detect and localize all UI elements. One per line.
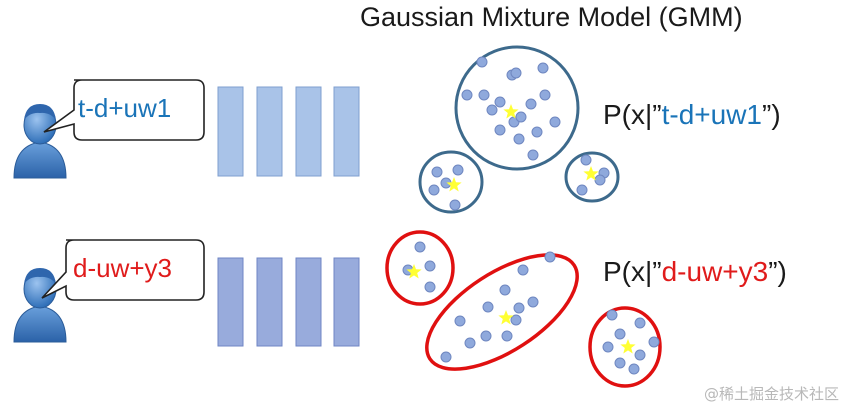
mean-star-icon [583,166,599,181]
sample-point [634,349,646,361]
sample-point [452,164,464,176]
sample-point [602,341,614,353]
sample-point [539,89,551,101]
feature-bar [333,257,360,347]
feature-bar [333,86,360,177]
sample-point [549,116,561,128]
sample-point [431,166,443,178]
sample-point [606,309,618,321]
feature-bar [256,257,283,347]
sample-point [517,264,529,276]
likelihood-label: P(x|”t-d+uw1”) [603,99,781,131]
sample-point [510,314,522,326]
speech-bubble-label: t-d+uw1 [78,93,172,123]
feature-bar [295,257,322,347]
gaussian-component [425,253,579,371]
gaussian-component [588,306,662,388]
sample-point [634,317,646,329]
sample-point [494,124,506,136]
gaussian-component [454,45,580,171]
mean-star-icon [406,264,422,279]
gmm-row-2 [385,230,662,388]
feature-bar [256,86,283,177]
sample-point [464,337,476,349]
sample-point [499,284,511,296]
gaussian-component [418,150,484,214]
mean-star-icon [620,339,636,354]
sample-point [525,98,537,110]
sample-point [527,296,539,308]
sample-point [531,126,543,138]
user-icon [13,268,67,343]
sample-point [480,330,492,342]
sample-point [424,281,436,293]
sample-point [461,89,473,101]
sample-point [594,174,606,186]
sample-point [513,133,525,145]
sample-point [576,184,588,196]
sample-point [580,154,592,166]
speech-bubble-icon [41,239,205,301]
mean-star-icon [446,177,462,192]
feature-bars-row-1 [217,86,360,177]
likelihood-label: P(x|”d-uw+y3”) [603,256,787,288]
sample-point [482,301,494,313]
sample-point [628,363,640,375]
sample-point [614,357,626,369]
sample-point [537,62,549,74]
speech-bubble-icon [43,79,205,141]
feature-bar [217,86,244,177]
sample-point [478,89,490,101]
likelihood-suffix: ”) [762,99,781,130]
mean-star-icon [503,104,519,119]
mean-star-icon [498,310,514,325]
sample-point [510,67,522,79]
user-icon [13,104,67,179]
feature-bar [217,257,244,347]
likelihood-prefix: P(x|” [603,256,662,287]
feature-bar [295,86,322,177]
sample-point [440,351,452,363]
gaussian-component [564,151,620,203]
likelihood-condition: d-uw+y3 [661,256,769,287]
sample-point [486,104,498,116]
gmm-row-1 [418,45,620,214]
sample-point [544,251,556,263]
likelihood-condition: t-d+uw1 [661,99,763,130]
likelihood-prefix: P(x|” [603,99,662,130]
gaussian-component [385,230,455,306]
sample-point [454,315,466,327]
sample-point [428,184,440,196]
watermark: @稀土掘金技术社区 [703,385,839,403]
sample-point [414,241,426,253]
sample-point [494,96,506,108]
sample-point [513,302,525,314]
sample-point [527,149,539,161]
sample-point [648,336,660,348]
sample-point [515,111,527,123]
sample-point [476,56,488,68]
sample-point [501,330,513,342]
speech-bubble-label: d-uw+y3 [73,253,172,283]
sample-point [424,260,436,272]
diagram-title: Gaussian Mixture Model (GMM) [360,2,743,32]
likelihood-suffix: ”) [768,256,787,287]
feature-bars-row-2 [217,257,360,347]
sample-point [614,328,626,340]
sample-point [449,199,461,211]
